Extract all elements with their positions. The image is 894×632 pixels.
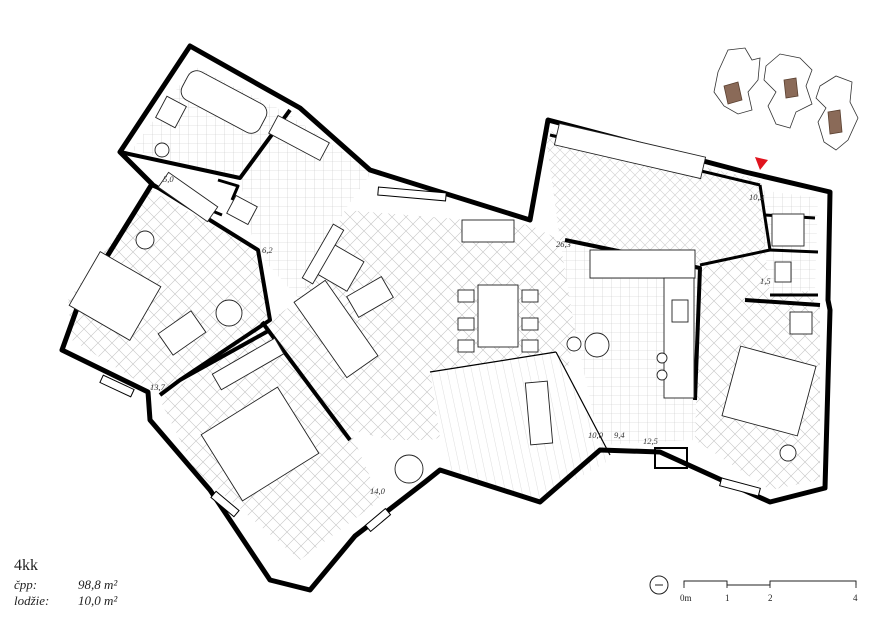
partition-kitchen (564, 238, 702, 401)
area-legend: 4kk čpp: 98,8 m² lodžie: 10,0 m² (14, 558, 117, 609)
nightstand (789, 311, 813, 335)
scale-bar (683, 580, 857, 588)
kitchen-counter (663, 277, 695, 399)
room-area-label: 10,2 (749, 192, 765, 202)
window (364, 507, 392, 533)
furniture (68, 70, 817, 502)
bathroom-cabinet (155, 95, 187, 129)
window (654, 447, 688, 469)
dresser (211, 337, 285, 391)
plant (394, 454, 424, 484)
room-area-label: 26,3 (556, 239, 571, 249)
window (99, 374, 135, 398)
room-area-label: 1,5 (760, 276, 771, 286)
area-row: lodžie: 10,0 m² (14, 593, 117, 609)
sink (671, 299, 689, 323)
outer-wall (59, 43, 833, 593)
key-plan-building (713, 47, 761, 115)
round-rug (135, 230, 155, 250)
window (377, 186, 447, 202)
north-arrow-icon (649, 575, 669, 595)
bathroom-floor (132, 66, 285, 178)
room-area-label: 13,7 (150, 382, 166, 392)
stove-ring (656, 352, 668, 364)
shelving (157, 171, 219, 223)
round-rug (779, 444, 797, 462)
stove-ring (656, 369, 668, 381)
area-label: lodžie: (14, 593, 50, 608)
unit-type: 4kk (14, 557, 38, 574)
room-area-label: 6,2 (262, 245, 273, 255)
scale-tick-label: 1 (725, 593, 730, 603)
window (210, 490, 240, 518)
floor-areas (68, 66, 820, 560)
room-area-label: 5,0 (163, 174, 174, 184)
desk (157, 310, 207, 356)
piano (461, 219, 515, 243)
bathtub (180, 70, 268, 134)
key-plan-unit (783, 77, 799, 99)
scale-labels: 0m 1 2 4 (680, 593, 858, 603)
room-area-label: 12,5 (643, 436, 658, 446)
area-row: čpp: 98,8 m² (14, 577, 117, 593)
hall-floor (240, 112, 372, 300)
wardrobe (553, 122, 707, 180)
room-area-label: 14,0 (370, 486, 386, 496)
loggia-rail (429, 351, 611, 456)
windows (99, 186, 761, 533)
lounger (524, 380, 554, 446)
key-plan (713, 47, 859, 151)
toilet-small (774, 261, 792, 283)
key-plan-unit (723, 81, 743, 105)
scale-tick-label: 4 (853, 593, 858, 603)
round-table (584, 332, 610, 358)
area-value: 10,0 m² (78, 593, 118, 608)
partition-bed2 (179, 328, 271, 382)
dining-table (477, 284, 519, 348)
shower (771, 213, 805, 247)
round-table (566, 336, 582, 352)
entrance-marker-icon (755, 157, 768, 170)
washing-machine (226, 194, 258, 226)
tv-console (301, 223, 345, 285)
shelving (268, 114, 330, 162)
bed (200, 386, 320, 502)
partition-bed3 (744, 298, 821, 307)
area-value: 98,8 m² (78, 577, 118, 592)
sofa (293, 279, 379, 379)
scale-tick-label: 2 (768, 593, 773, 603)
loggia-floor (430, 352, 610, 500)
armchair (215, 299, 243, 327)
bed (68, 251, 162, 341)
coffee-table (346, 275, 394, 319)
kitchen-counter (589, 249, 696, 279)
window (719, 477, 761, 497)
dining-chairs (457, 289, 539, 353)
area-label: čpp: (14, 577, 38, 592)
wardrobe-floor (545, 130, 770, 265)
bed (721, 345, 817, 437)
key-plan-unit (827, 109, 843, 135)
scale-tick-label: 0m (680, 593, 692, 603)
partition-hall (150, 182, 272, 397)
room-labels: 5,0 6,2 13,7 14,0 26,3 10,0 9,4 12,5 10,… (150, 174, 771, 496)
room-area-label: 9,4 (614, 430, 625, 440)
room-area-label: 10,0 (588, 430, 604, 440)
toilet (154, 142, 170, 158)
